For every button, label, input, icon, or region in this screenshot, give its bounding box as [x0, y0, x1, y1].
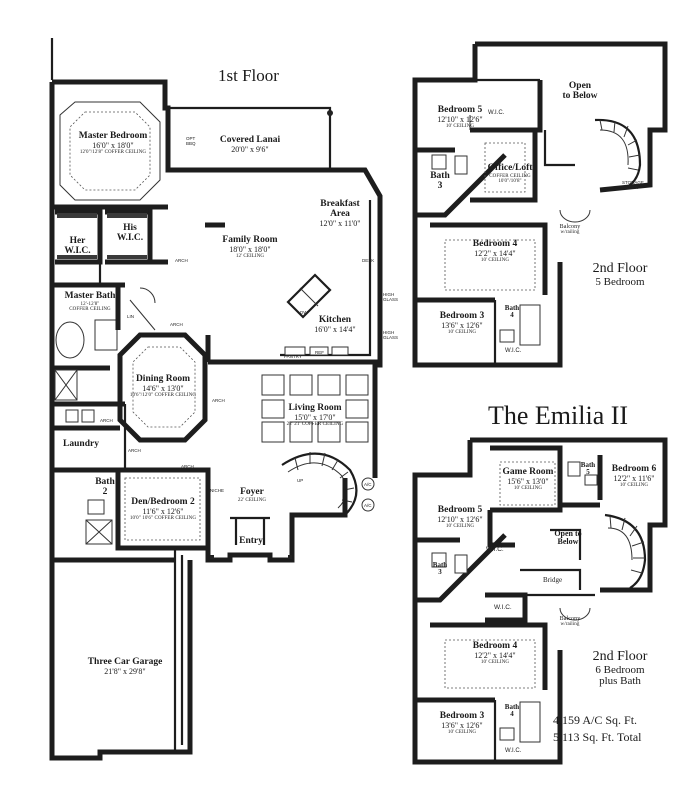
- open-to-below-6bed-label: Open to Below: [554, 529, 582, 547]
- kitchen-label: Kitchen 16'0" x 14'4": [314, 315, 356, 334]
- ac-tag: A/C: [364, 503, 372, 508]
- arch-tag: ARCH: [162, 558, 175, 563]
- first-floor-title: 1st Floor: [218, 66, 279, 85]
- second-floor-5-bedroom-plan: [412, 41, 668, 368]
- entry-label: Entry: [239, 536, 263, 546]
- bedroom5-label: Bedroom 5 12'10" x 12'6" 10' CEILING: [437, 105, 483, 130]
- first-floor-plan: [49, 38, 383, 761]
- her-wic-label: Her W.I.C.: [64, 236, 91, 256]
- wic2-label: W.I.C.: [505, 348, 522, 354]
- arch-tag: ARCH: [212, 398, 225, 403]
- pantry-tag: PANTRY: [284, 354, 302, 359]
- dining-room-label: Dining Room 14'6" x 13'0" 10'6"/12'0" CO…: [129, 374, 197, 399]
- wic2-6bed-label: W.I.C.: [494, 604, 512, 611]
- bath3-label: Bath 3: [430, 171, 450, 191]
- up-tag: UP: [297, 478, 304, 483]
- lin-tag: LIN: [127, 314, 135, 319]
- arch-tag: ARCH: [137, 208, 150, 213]
- bedroom4-6bed-label: Bedroom 4 12'2" x 14'4" 10' CEILING: [472, 641, 518, 666]
- niche-tag: NICHE: [210, 488, 225, 493]
- balcony-6bed-label: Balcony w/railing: [559, 616, 581, 628]
- arch-tag: ARCH: [100, 418, 113, 423]
- dw-tag: DW: [300, 310, 308, 315]
- arch-tag: ARCH: [181, 464, 194, 469]
- ac-tag: A/C: [364, 482, 372, 487]
- bath2-label: Bath 2: [95, 477, 115, 497]
- master-bedroom-label: Master Bedroom 16'0" x 18'0" 12'0"/12'8"…: [78, 131, 148, 156]
- arch-tag: ARCH: [175, 258, 188, 263]
- bedroom6-label: Bedroom 6 12'2" x 11'6" 10' CEILING: [611, 464, 657, 489]
- second-floor-5bed-caption: 2nd Floor 5 Bedroom: [592, 261, 648, 288]
- den-bedroom2-label: Den/Bedroom 2 11'6" x 12'6" 10'0" 10'6" …: [129, 497, 197, 522]
- bath5-label: Bath 5: [580, 461, 596, 477]
- office-loft-label: Office/Loft COFFER CEILING 10'0"/10'8": [487, 163, 533, 185]
- master-bath-label: Master Bath 12'-12'8" COFFER CEILING: [64, 291, 116, 313]
- bedroom3-6bed-label: Bedroom 3 13'6" x 12'6" 10' CEILING: [439, 711, 485, 736]
- covered-lanai-label: Covered Lanai 20'0" x 9'6": [219, 135, 281, 154]
- breakfast-area-label: Breakfast Area 12'0" x 11'0": [319, 199, 361, 228]
- desk-tag: DESK: [362, 258, 375, 263]
- laundry-label: Laundry: [63, 439, 99, 449]
- wic3-6bed-label: W.I.C.: [505, 748, 522, 754]
- balcony-label: Balcony w/railing: [559, 224, 581, 236]
- bedroom5-6bed-label: Bedroom 5 12'10" x 12'6" 10' CEILING: [437, 505, 483, 530]
- ac-sqft: 4,159 A/C Sq. Ft.: [553, 713, 638, 727]
- model-name-title: The Emilia II: [488, 401, 629, 430]
- bath3-6bed-label: Bath 3: [432, 561, 448, 577]
- total-sqft: 5,113 Sq. Ft. Total: [553, 730, 642, 744]
- his-wic-label: His W.I.C.: [116, 223, 144, 243]
- bridge-label: Bridge: [543, 576, 563, 584]
- wic-label: W.I.C.: [488, 110, 505, 116]
- second-floor-6bed-caption: 2nd Floor 6 Bedroom plus Bath: [592, 649, 648, 688]
- ref-tag: REF: [315, 350, 324, 355]
- three-car-garage-label: Three Car Garage 21'8" x 29'8": [87, 657, 163, 676]
- open-to-below-label: Open to Below: [562, 81, 598, 101]
- arch-tag: ARCH: [128, 448, 141, 453]
- second-floor-6-bedroom-plan: [412, 437, 668, 765]
- wic-6bed-label: W.I.C.: [486, 546, 504, 553]
- foyer-label: Foyer 22' CEILING: [237, 487, 267, 503]
- family-room-label: Family Room 18'0" x 18'0" 12' CEILING: [222, 235, 278, 260]
- bedroom3-label: Bedroom 3 13'6" x 12'6" 10' CEILING: [439, 311, 485, 336]
- bedroom4-label: Bedroom 4 12'2" x 14'4" 10' CEILING: [472, 239, 518, 264]
- arch-tag: ARCH: [170, 322, 183, 327]
- living-room-label: Living Room 15'0" x 17'0" 22' 21' COFFER…: [286, 403, 344, 428]
- game-room-label: Game Room 15'6" x 13'0" 10' CEILING: [502, 467, 554, 492]
- bath4-6bed-label: Bath 4: [504, 703, 520, 719]
- bath4-label: Bath 4: [504, 304, 520, 320]
